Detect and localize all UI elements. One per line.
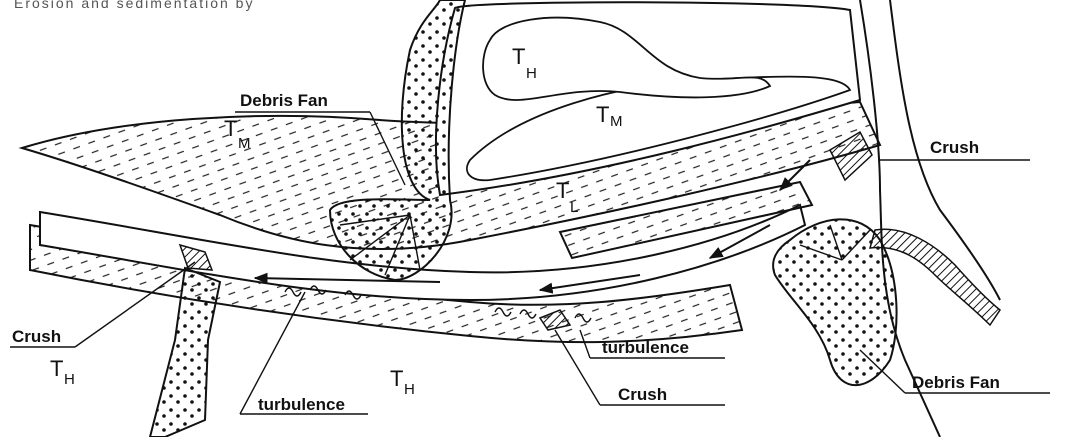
svg-text:T: T — [512, 44, 525, 69]
svg-text:H: H — [404, 381, 415, 398]
label-crush-bottom: Crush — [618, 385, 667, 404]
svg-text:T: T — [390, 366, 403, 391]
svg-text:T: T — [50, 356, 63, 381]
label-turbulence-right: turbulence — [602, 338, 689, 357]
caption-partial: Erosion and sedimentation by — [14, 0, 254, 11]
label-crush-left: Crush — [12, 327, 61, 346]
label-debris-fan-bottom: Debris Fan — [912, 373, 1000, 392]
unit-th-left: T H — [50, 356, 75, 388]
svg-text:T: T — [556, 178, 569, 203]
svg-text:M: M — [238, 135, 251, 152]
svg-text:T: T — [596, 102, 609, 127]
label-debris-fan-top: Debris Fan — [240, 91, 328, 110]
svg-text:M: M — [610, 113, 623, 130]
unit-th-bottom: T H — [390, 366, 415, 398]
svg-text:H: H — [64, 371, 75, 388]
svg-text:L: L — [570, 199, 578, 216]
right-debris-fan — [773, 219, 896, 385]
label-crush-right: Crush — [930, 138, 979, 157]
label-turbulence-bottom: turbulence — [258, 395, 345, 414]
svg-text:H: H — [526, 65, 537, 82]
svg-text:T: T — [224, 116, 237, 141]
